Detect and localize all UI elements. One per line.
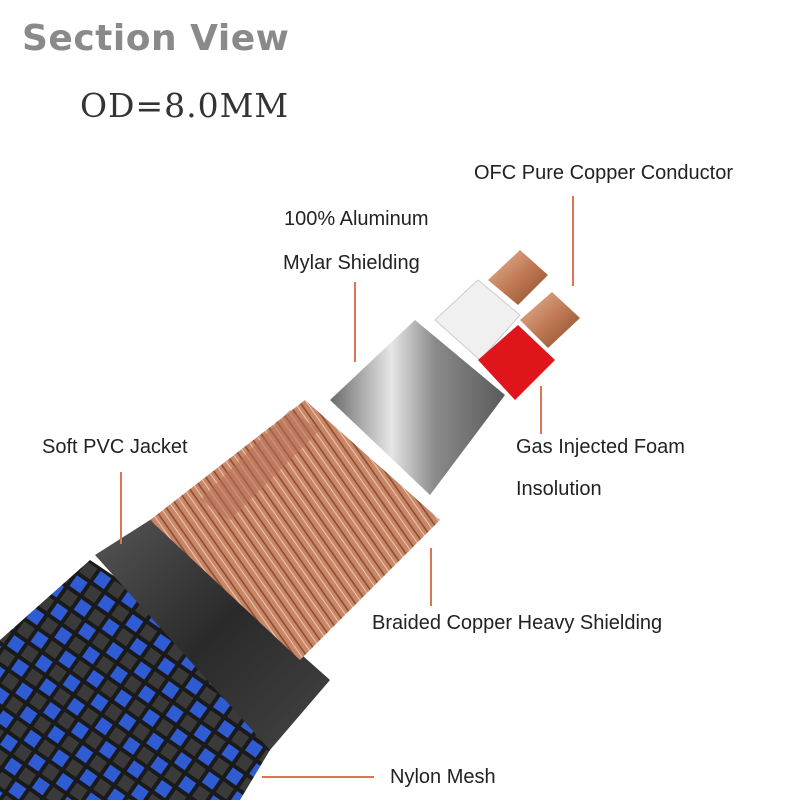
conductor-leader-line bbox=[572, 196, 574, 286]
foam-label-line2: Insolution bbox=[516, 478, 602, 500]
foam-leader-line bbox=[540, 386, 542, 434]
nylon-mesh bbox=[0, 560, 300, 800]
pvc-jacket bbox=[95, 520, 330, 750]
mylar-label-line1: 100% Aluminum bbox=[284, 208, 429, 230]
braided-copper-shielding bbox=[150, 400, 440, 660]
white-insulation bbox=[434, 279, 521, 361]
conductor-label: OFC Pure Copper Conductor bbox=[474, 162, 734, 184]
mesh-label: Nylon Mesh bbox=[390, 766, 496, 788]
mylar-shielding bbox=[330, 320, 505, 495]
braid-leader-line bbox=[430, 548, 432, 606]
jacket-label: Soft PVC Jacket bbox=[42, 436, 188, 458]
mylar-leader-line bbox=[354, 282, 356, 362]
braid-label: Braided Copper Heavy Shielding bbox=[372, 612, 663, 634]
outer-diameter-label: OD=8.0MM bbox=[80, 86, 290, 125]
mylar-label-line2: Mylar Shielding bbox=[283, 252, 420, 274]
copper-conductor-red bbox=[520, 292, 580, 348]
foam-label-line1: Gas Injected Foam bbox=[516, 436, 685, 458]
jacket-leader-line bbox=[120, 472, 122, 544]
red-insulation bbox=[478, 325, 555, 400]
braid-frayed-top bbox=[200, 410, 320, 520]
section-view-title: Section View bbox=[22, 18, 290, 59]
copper-conductor-white bbox=[488, 250, 548, 305]
mesh-leader-line bbox=[262, 776, 374, 778]
